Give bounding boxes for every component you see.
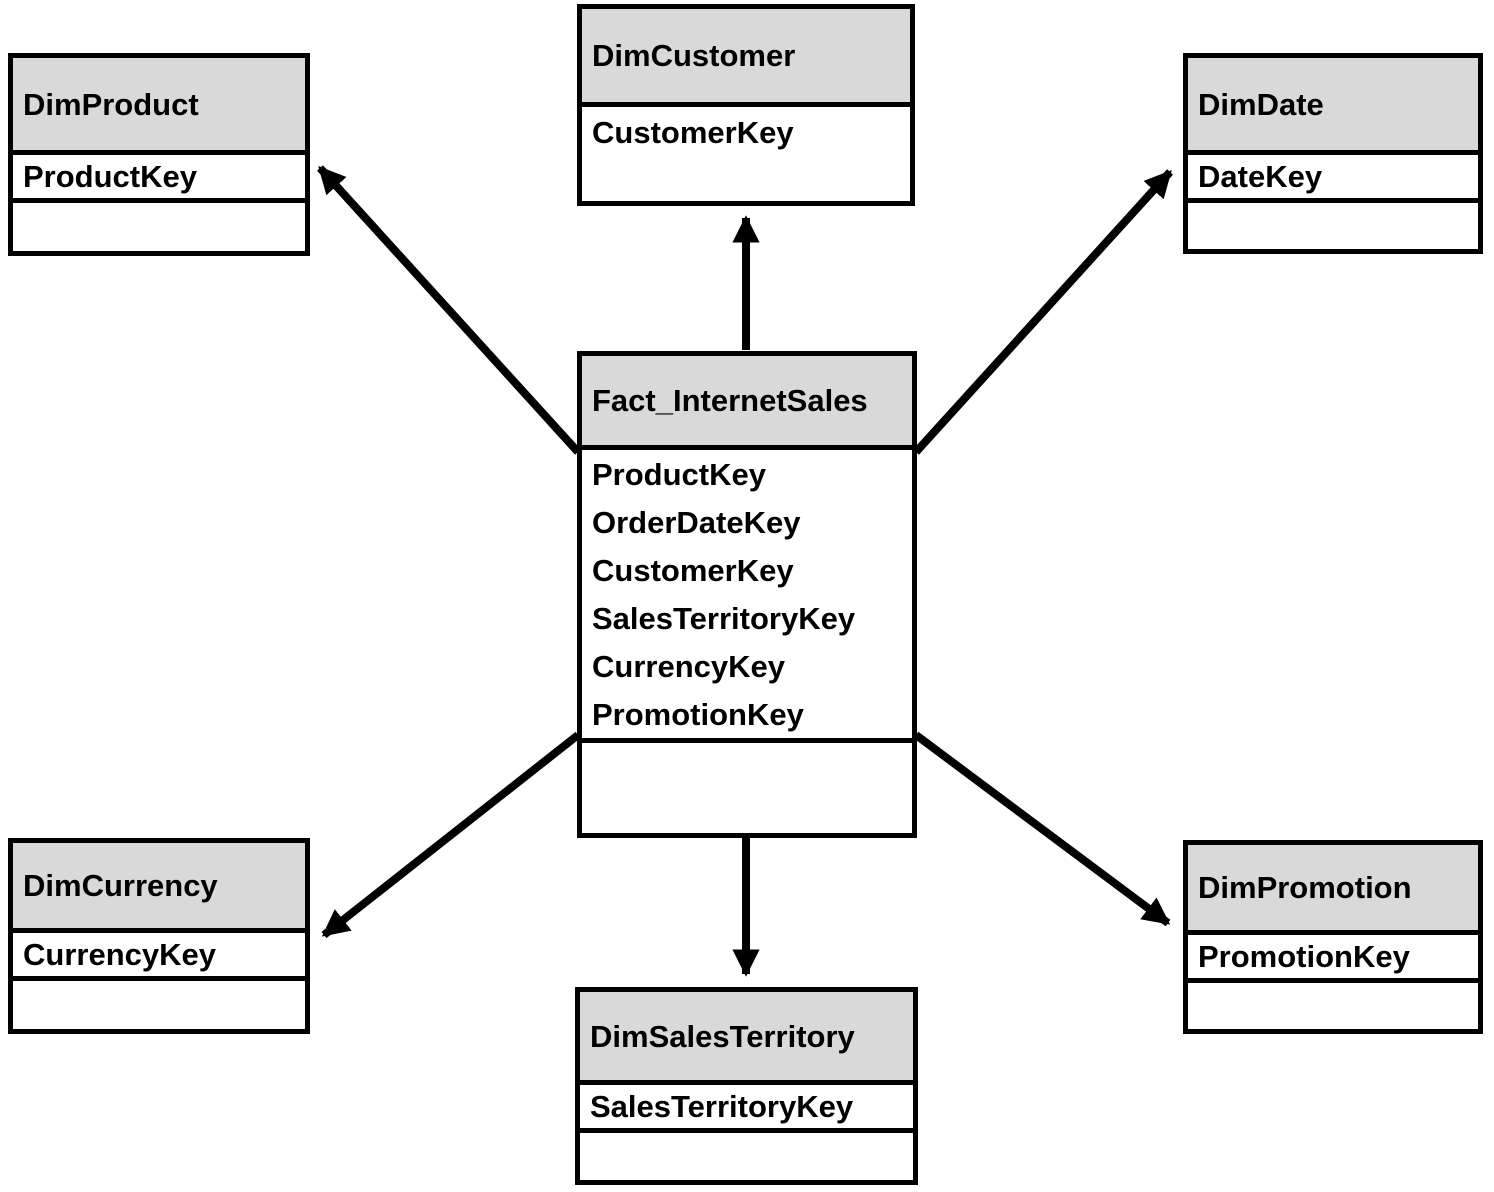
field-label: ProductKey: [592, 456, 766, 492]
key-field-row: CurrencyKey: [13, 933, 305, 981]
entity-dimcurrency: DimCurrency CurrencyKey: [8, 838, 310, 1034]
field-label: PromotionKey: [592, 696, 804, 732]
key-field-row: DateKey: [1188, 155, 1478, 203]
key-field-label: PromotionKey: [1198, 939, 1410, 974]
entity-title: DimCustomer: [592, 38, 796, 73]
field-row: CustomerKey: [582, 546, 912, 594]
entity-dimdate: DimDate DateKey: [1183, 53, 1483, 254]
entity-title: Fact_InternetSales: [592, 383, 868, 418]
entity-header: DimCustomer: [582, 9, 910, 107]
key-field-label: ProductKey: [23, 159, 197, 194]
empty-row: [1188, 983, 1478, 1029]
entity-title: DimPromotion: [1198, 870, 1412, 905]
field-label: OrderDateKey: [592, 504, 801, 540]
field-row: CurrencyKey: [582, 642, 912, 690]
key-field-row: PromotionKey: [1188, 935, 1478, 983]
field-row: SalesTerritoryKey: [582, 594, 912, 642]
field-row: ProductKey: [582, 450, 912, 498]
empty-row: [13, 981, 305, 1029]
field-row: OrderDateKey: [582, 498, 912, 546]
arrow-fact-to-dimdate: [913, 169, 1173, 455]
key-field-label: CurrencyKey: [23, 937, 216, 972]
field-label: CurrencyKey: [592, 648, 785, 684]
arrow-fact-to-dimpromotion: [913, 731, 1171, 927]
entity-header: DimPromotion: [1188, 845, 1478, 935]
empty-row: [13, 203, 305, 251]
empty-row: [580, 1133, 913, 1180]
entity-title: DimCurrency: [23, 868, 218, 903]
field-label: CustomerKey: [592, 552, 794, 588]
key-field-row: ProductKey: [13, 155, 305, 203]
field-row: PromotionKey: [582, 690, 912, 738]
entity-fact-internetsales: Fact_InternetSales ProductKey OrderDateK…: [577, 351, 917, 838]
arrow-fact-to-dimproduct: [317, 165, 581, 455]
entity-header: DimSalesTerritory: [580, 992, 913, 1085]
field-label: SalesTerritoryKey: [592, 600, 856, 636]
entity-title: DimSalesTerritory: [590, 1018, 855, 1054]
entity-title: DimProduct: [23, 86, 199, 122]
key-field-row: SalesTerritoryKey: [580, 1085, 913, 1133]
entity-dimpromotion: DimPromotion PromotionKey: [1183, 840, 1483, 1034]
arrow-fact-to-dimcurrency: [321, 731, 581, 939]
entity-dimcustomer: DimCustomer CustomerKey: [577, 4, 915, 206]
entity-dimsalesterritory: DimSalesTerritory SalesTerritoryKey: [575, 987, 918, 1185]
entity-title: DimDate: [1198, 86, 1324, 122]
key-field-label: DateKey: [1198, 159, 1323, 194]
entity-header: DimProduct: [13, 58, 305, 155]
key-field-label: CustomerKey: [592, 115, 794, 150]
entity-dimproduct: DimProduct ProductKey: [8, 53, 310, 256]
empty-row: [582, 743, 912, 833]
entity-header: DimCurrency: [13, 843, 305, 933]
key-field-label: SalesTerritoryKey: [590, 1089, 854, 1124]
entity-header: Fact_InternetSales: [582, 356, 912, 450]
empty-row: [1188, 203, 1478, 249]
entity-header: DimDate: [1188, 58, 1478, 155]
key-field-row: CustomerKey: [582, 107, 910, 201]
fact-fields-section: ProductKey OrderDateKey CustomerKey Sale…: [582, 450, 912, 743]
